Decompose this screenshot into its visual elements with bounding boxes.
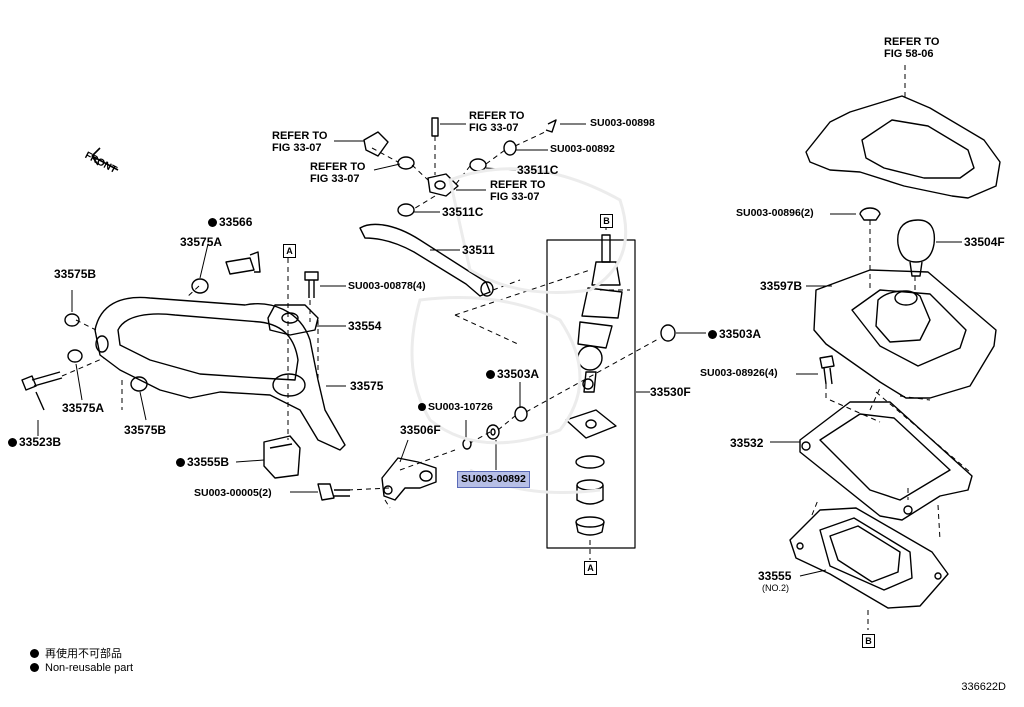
part-label-33575A-bottom[interactable]: 33575A [62, 401, 105, 415]
legend-line-japanese: 再使用不可部品 [30, 645, 122, 661]
console-panel[interactable] [805, 95, 1001, 199]
bolt-33566[interactable] [225, 251, 261, 275]
part-label-su003-10726[interactable]: SU003-10726 [418, 402, 493, 413]
bushing-33511C-b[interactable] [397, 203, 415, 217]
box-label-b-bottom: B [862, 634, 875, 648]
leader-lines [37, 123, 962, 577]
part-label-33511C-a[interactable]: 33511C [517, 163, 559, 177]
housing-33597B[interactable] [813, 269, 997, 399]
clip-su003-00898[interactable] [545, 119, 557, 133]
bolt-su003-08926[interactable] [819, 355, 835, 385]
bushing-refer-33-07-a[interactable] [363, 131, 389, 157]
part-label-su003-08926[interactable]: SU003-08926(4) [700, 367, 778, 379]
cap[interactable] [575, 516, 605, 536]
part-label-33532[interactable]: 33532 [730, 436, 764, 450]
pin-top[interactable] [431, 117, 439, 137]
part-label-33503A-right[interactable]: 33503A [708, 328, 761, 340]
part-label-33555-sub: (NO.2) [762, 583, 789, 593]
part-label-su003-00892-top[interactable]: SU003-00892 [550, 143, 615, 155]
part-label-su003-00878[interactable]: SU003-00878(4) [348, 280, 426, 292]
non-reusable-dot-icon [30, 649, 39, 658]
part-label-33555B[interactable]: 33555B [176, 456, 229, 468]
non-reusable-dot-icon [176, 458, 185, 467]
front-arrow-icon [91, 147, 119, 171]
ref-fig-58-06[interactable]: REFER TO FIG 58-06 [884, 36, 940, 60]
seat-plate[interactable] [565, 409, 617, 439]
bracket-33554[interactable] [267, 304, 319, 336]
box-label-a-top: A [283, 244, 296, 258]
bushing-33575B-bottom[interactable] [130, 376, 148, 392]
washer-su003-00892-selected[interactable] [486, 424, 500, 440]
non-reusable-dot-icon [8, 438, 17, 447]
part-label-33566[interactable]: 33566 [208, 216, 252, 228]
part-label-33530F[interactable]: 33530F [650, 385, 691, 399]
part-label-su003-00005[interactable]: SU003-00005(2) [194, 487, 272, 499]
ref-fig-33-07-c[interactable]: REFER TO FIG 33-07 [469, 110, 525, 134]
non-reusable-dot-icon [486, 370, 495, 379]
part-label-33506F[interactable]: 33506F [400, 423, 441, 437]
part-label-33555[interactable]: 33555 [758, 569, 792, 583]
ring[interactable] [575, 455, 605, 469]
part-label-33554[interactable]: 33554 [348, 319, 382, 333]
bolt-su003-00878[interactable] [304, 271, 319, 298]
part-label-33504F[interactable]: 33504F [964, 235, 1005, 249]
part-label-33575[interactable]: 33575 [350, 379, 384, 393]
box-label-a-bottom: A [584, 561, 597, 575]
legend-line-english: Non-reusable part [30, 662, 133, 674]
bolt-su003-00005[interactable] [317, 483, 350, 501]
rod-33511[interactable] [359, 223, 494, 297]
bushing-33575A-bottom[interactable] [67, 349, 83, 363]
boot-33555[interactable] [789, 507, 949, 609]
part-label-su003-00892-selected[interactable]: SU003-00892 [457, 471, 530, 488]
shift-lever-33530F[interactable] [577, 234, 623, 393]
non-reusable-dot-icon [30, 663, 39, 672]
ref-fig-33-07-d[interactable]: REFER TO FIG 33-07 [490, 179, 546, 203]
part-label-33511[interactable]: 33511 [462, 243, 495, 257]
part-label-33575B-bottom[interactable]: 33575B [124, 423, 167, 437]
box-label-b-top: B [600, 214, 613, 228]
knob-33504F[interactable] [897, 219, 936, 277]
washer-su003-00892-top[interactable] [503, 140, 517, 156]
ref-fig-33-07-b[interactable]: REFER TO FIG 33-07 [310, 161, 366, 185]
bracket-33506F[interactable] [381, 457, 437, 501]
figure-code: 336622D [961, 681, 1006, 693]
part-label-33575A-top[interactable]: 33575A [180, 235, 223, 249]
part-label-33523B[interactable]: 33523B [8, 436, 61, 448]
non-reusable-dot-icon [208, 218, 217, 227]
part-label-33575B-left[interactable]: 33575B [54, 267, 97, 281]
part-label-33597B[interactable]: 33597B [760, 279, 803, 293]
bolt-33523B[interactable] [21, 371, 63, 411]
part-label-33511C-b[interactable]: 33511C [442, 205, 484, 219]
non-reusable-dot-icon [418, 403, 426, 411]
mount-33555B[interactable] [263, 435, 301, 479]
nut-33575B-left[interactable] [64, 313, 80, 327]
bushing-33503A-right[interactable] [660, 324, 676, 342]
part-label-su003-00896[interactable]: SU003-00896(2) [736, 207, 814, 219]
ref-fig-33-07-a[interactable]: REFER TO FIG 33-07 [272, 130, 328, 154]
bushing-33575A-top[interactable] [191, 278, 209, 294]
non-reusable-dot-icon [708, 330, 717, 339]
part-label-33503A-mid[interactable]: 33503A [486, 368, 539, 380]
bracket-33532[interactable] [799, 401, 973, 521]
part-label-su003-00898[interactable]: SU003-00898 [590, 117, 655, 129]
clip-su003-00896[interactable] [859, 207, 881, 221]
shift-lever-box [546, 239, 636, 549]
bushing-33503A-mid[interactable] [514, 406, 528, 422]
bushing-33511C-a[interactable] [469, 158, 487, 172]
bushing-refer-33-07-b[interactable] [397, 156, 415, 170]
